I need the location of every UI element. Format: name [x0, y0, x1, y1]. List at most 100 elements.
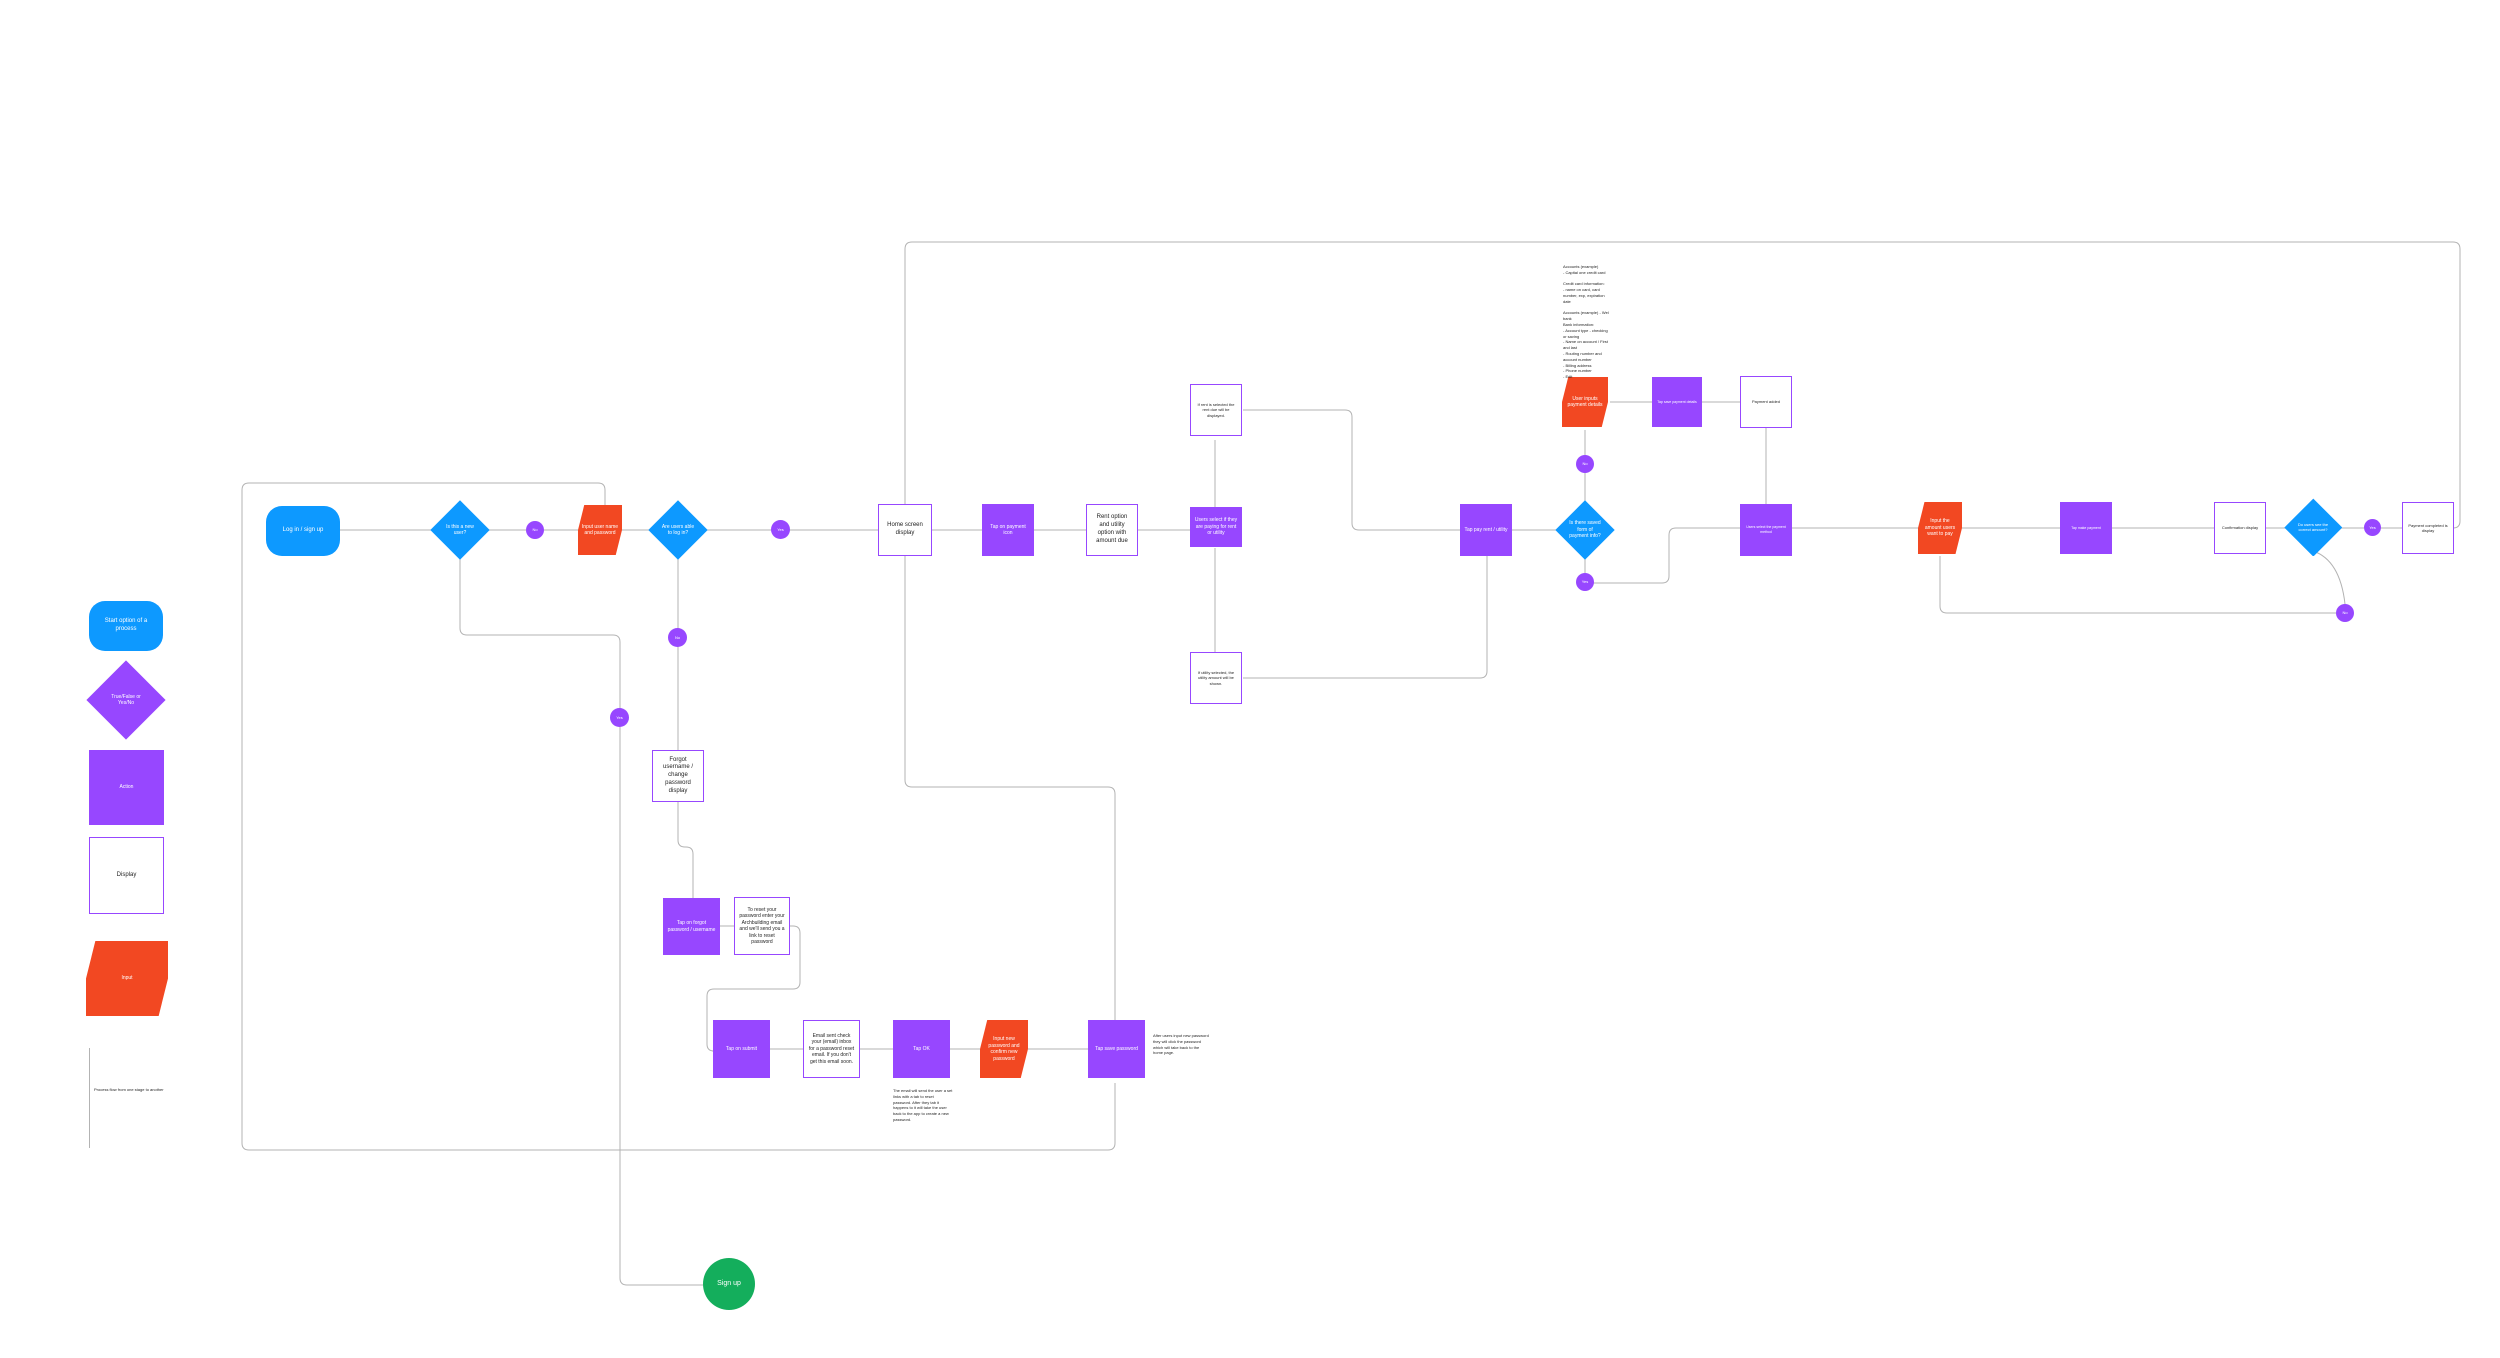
node-input-amount-label: Input the amount users want to pay [1924, 518, 1956, 538]
node-tap-pay: Tap pay rent / utility [1460, 504, 1512, 556]
bubble-no-3-label: No [2342, 610, 2348, 616]
node-saved-payment: Is there saved form of payment info? [1555, 500, 1615, 560]
legend-decision-label: True/False or Yes/No [111, 693, 141, 707]
node-home-screen-label: Home screen display [887, 522, 923, 536]
edge-outer-loop [241, 482, 1116, 1151]
node-correct-amount: Do users see the correct amount? [2284, 498, 2342, 556]
note-save-password: After users input new password they will… [1153, 1033, 1209, 1056]
node-tap-payment: Tap on payment icon [982, 504, 1034, 556]
node-tap-save-password-label: Tap save password [1095, 1045, 1138, 1052]
edge-top-loop [904, 241, 2461, 529]
node-signup: Sign up [703, 1258, 755, 1310]
legend-connector-line [89, 1048, 90, 1148]
bubble-no-1-label: No [532, 527, 538, 533]
bubble-yes-4: Yes [610, 708, 629, 727]
node-tap-payment-label: Tap on payment icon [990, 523, 1026, 537]
node-rent-display: If rent is selected the rent due will be… [1190, 384, 1242, 436]
node-reset-info: To reset your password enter your Archbu… [734, 897, 790, 955]
node-select-method-label: Users select the payment method [1746, 525, 1786, 534]
edge-utilitydisplay-pay [1243, 555, 1488, 679]
node-tap-make-payment-label: Tap make payment [2071, 525, 2101, 530]
node-input-payment: User inputs payment details [1562, 377, 1608, 427]
node-confirmation: Confirmation display [2214, 502, 2266, 554]
bubble-yes-2-label: Yes [1581, 579, 1589, 585]
edge-reset-submit [706, 925, 801, 1052]
node-able-login: Are users able to log in? [648, 500, 708, 560]
node-tap-ok: Tap OK [893, 1020, 950, 1078]
node-input-amount: Input the amount users want to pay [1918, 502, 1962, 554]
edge-newuser-yes [459, 555, 621, 710]
node-tap-submit: Tap on submit [713, 1020, 770, 1078]
legend-terminal-label: Start option of a process [104, 618, 148, 632]
node-select-method: Users select the payment method [1740, 504, 1792, 556]
legend-display-label: Display [116, 871, 137, 878]
node-home-screen: Home screen display [878, 504, 932, 556]
bubble-yes-3: Yes [2364, 519, 2381, 536]
node-payment-added: Payment added [1740, 376, 1792, 428]
legend-action-shape: Action [89, 750, 164, 825]
edge-no-amount-loop [1939, 556, 2336, 614]
node-saved-payment-label: Is there saved form of payment info? [1569, 520, 1601, 540]
edge-forgot-tap [677, 802, 694, 898]
node-utility-display: If utility selected, the utility amount … [1190, 652, 1242, 704]
bubble-no-4-label: No [674, 634, 681, 640]
node-confirmation-label: Confirmation display [2221, 525, 2259, 531]
node-input-new-password: Input new password and confirm new passw… [980, 1020, 1028, 1078]
legend-decision-shape: True/False or Yes/No [86, 660, 166, 740]
node-input-payment-label: User inputs payment details [1567, 395, 1603, 409]
node-payment-added-label: Payment added [1751, 399, 1781, 405]
node-rent-utility-label: Rent option and utility option with amou… [1096, 514, 1128, 544]
node-rent-utility: Rent option and utility option with amou… [1086, 504, 1138, 556]
node-email-sent-label: Email sent check your (email) inbox for … [808, 1032, 855, 1065]
bubble-yes-1-label: Yes [777, 526, 784, 532]
bubble-no-4: No [668, 628, 687, 647]
note-payment-details: Accounts (example) - Capital one credit … [1563, 264, 1609, 380]
node-reset-info-label: To reset your password enter your Archbu… [739, 906, 785, 946]
bubble-yes-1: Yes [771, 520, 790, 539]
node-select-rent-label: Users select if they are paying for rent… [1194, 517, 1238, 537]
bubble-yes-2: Yes [1576, 573, 1594, 591]
node-payment-done-label: Payment completed is display [2408, 522, 2448, 533]
node-utility-display-label: If utility selected, the utility amount … [1197, 670, 1235, 686]
node-tap-forgot-label: Tap on forgot password / username [667, 920, 716, 933]
bubble-no-2-label: No [1582, 461, 1588, 467]
node-email-sent: Email sent check your (email) inbox for … [803, 1020, 860, 1078]
legend-action-label: Action [119, 784, 134, 791]
node-able-login-label: Are users able to log in? [661, 523, 695, 537]
node-payment-done: Payment completed is display [2402, 502, 2454, 554]
node-correct-amount-label: Do users see the correct amount? [2297, 521, 2329, 532]
edge-yes-signup [619, 726, 703, 1286]
bubble-no-1: No [526, 521, 544, 539]
node-rent-display-label: If rent is selected the rent due will be… [1197, 402, 1235, 418]
bubble-yes-3-label: Yes [2369, 524, 2376, 530]
node-is-new-user: Is this a new user? [430, 500, 490, 560]
node-tap-save-password: Tap save password [1088, 1020, 1145, 1078]
node-select-rent: Users select if they are paying for rent… [1190, 507, 1242, 547]
node-tap-save-payment-label: Tap save payment details [1657, 399, 1697, 404]
node-login: Log in / sign up [266, 506, 340, 556]
node-is-new-user-label: Is this a new user? [446, 523, 474, 537]
node-tap-ok-label: Tap OK [913, 1045, 930, 1052]
node-forgot-display-label: Forgot username / change password displa… [662, 756, 693, 794]
node-tap-pay-label: Tap pay rent / utility [1464, 526, 1508, 533]
note-tap-ok: The email will send the user a set links… [893, 1088, 953, 1122]
bubble-no-3: No [2336, 604, 2354, 622]
node-tap-save-payment: Tap save payment details [1652, 377, 1702, 427]
node-input-new-password-label: Input new password and confirm new passw… [988, 1036, 1020, 1062]
node-input-credentials-label: Input user name and password [581, 523, 619, 537]
edge-yes-select [1593, 527, 1740, 584]
legend-input-label: Input [121, 975, 133, 982]
node-login-label: Log in / sign up [282, 527, 324, 534]
node-tap-submit-label: Tap on submit [725, 1045, 758, 1052]
node-input-credentials: Input user name and password [578, 505, 622, 555]
edge-correct-no [2312, 550, 2346, 606]
edge-rentdisplay-pay [1243, 409, 1460, 531]
node-tap-forgot: Tap on forgot password / username [663, 898, 720, 955]
legend-connector-label: Process flow from one stage to another [94, 1087, 164, 1092]
node-tap-make-payment: Tap make payment [2060, 502, 2112, 554]
legend-input-shape: Input [86, 941, 168, 1016]
legend-display-shape: Display [89, 837, 164, 914]
node-forgot-display: Forgot username / change password displa… [652, 750, 704, 802]
edge-home-down [904, 555, 1116, 1020]
